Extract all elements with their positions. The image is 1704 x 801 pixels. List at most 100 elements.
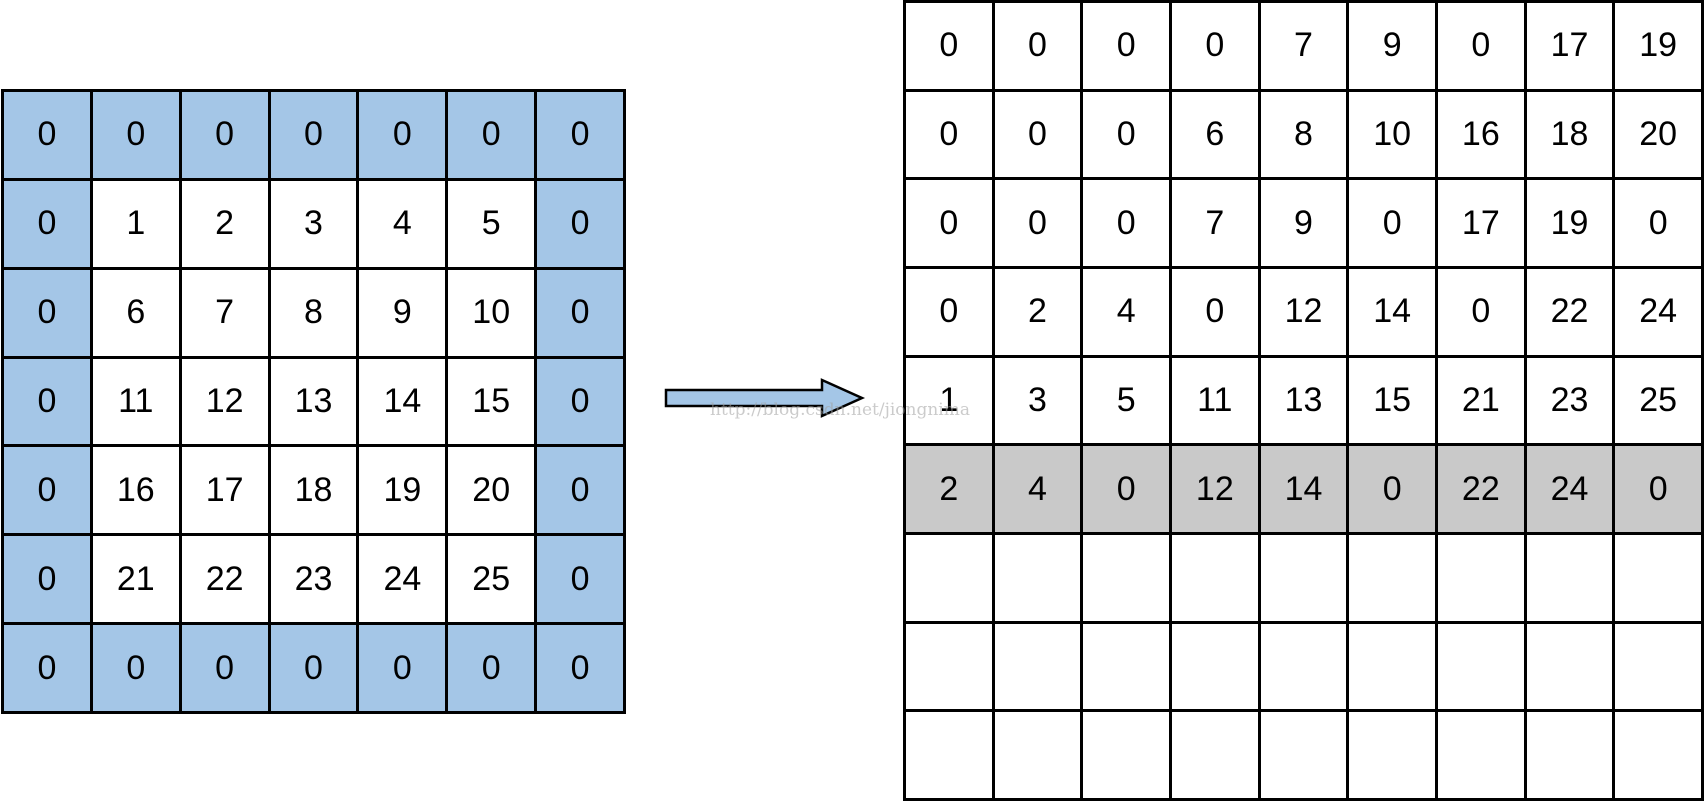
padding-cell: 0	[92, 625, 182, 714]
output-cell	[1437, 534, 1527, 624]
output-cell: 8	[1260, 91, 1350, 181]
output-cell	[1526, 712, 1616, 801]
output-cell: 1	[906, 357, 995, 447]
padding-cell: 0	[4, 92, 93, 181]
input-cell: 21	[92, 536, 182, 626]
padding-cell: 0	[4, 447, 93, 537]
output-cell	[1260, 534, 1350, 624]
padding-cell: 0	[537, 536, 626, 626]
input-cell: 2	[181, 180, 271, 270]
padding-cell: 0	[448, 92, 538, 181]
highlighted-output-cell: 0	[1615, 446, 1704, 535]
output-cell: 13	[1260, 357, 1350, 447]
output-cell: 3	[994, 357, 1084, 447]
output-cell: 7	[1260, 3, 1350, 92]
output-cell	[1171, 712, 1261, 801]
highlighted-output-cell: 0	[1349, 446, 1438, 535]
output-cell: 10	[1349, 91, 1438, 181]
output-cell: 0	[1171, 268, 1261, 358]
output-cell	[906, 534, 995, 624]
input-cell: 20	[448, 447, 538, 537]
output-cell: 17	[1526, 3, 1616, 92]
output-cell: 9	[1260, 180, 1350, 269]
output-cell: 9	[1349, 3, 1438, 92]
output-cell	[1171, 623, 1261, 713]
padding-cell: 0	[4, 625, 93, 714]
input-cell: 15	[448, 358, 538, 448]
input-cell: 22	[181, 536, 271, 626]
output-cell	[1615, 534, 1704, 624]
highlighted-output-cell: 22	[1437, 446, 1527, 535]
padding-cell: 0	[448, 625, 538, 714]
highlighted-output-cell: 2	[906, 446, 995, 535]
padding-cell: 0	[4, 358, 93, 448]
padding-cell: 0	[537, 180, 626, 270]
output-cell	[1526, 623, 1616, 713]
output-cell: 21	[1437, 357, 1527, 447]
input-cell: 24	[359, 536, 449, 626]
output-cell: 19	[1526, 180, 1616, 269]
output-cell: 0	[994, 91, 1084, 181]
highlighted-output-cell: 0	[1083, 446, 1172, 535]
output-cell	[1171, 534, 1261, 624]
highlighted-output-cell: 4	[994, 446, 1084, 535]
padding-cell: 0	[270, 625, 360, 714]
output-cell: 0	[1083, 180, 1172, 269]
input-cell: 8	[270, 269, 360, 359]
output-cell	[1349, 712, 1438, 801]
padding-cell: 0	[359, 625, 449, 714]
input-cell: 18	[270, 447, 360, 537]
output-cell	[994, 712, 1084, 801]
output-cell	[1260, 712, 1350, 801]
output-cell: 25	[1615, 357, 1704, 447]
padding-cell: 0	[181, 625, 271, 714]
output-cell: 23	[1526, 357, 1616, 447]
input-cell: 1	[92, 180, 182, 270]
input-cell: 23	[270, 536, 360, 626]
right-arrow-icon	[664, 378, 866, 418]
highlighted-output-cell: 12	[1171, 446, 1261, 535]
output-cell	[1349, 534, 1438, 624]
padding-cell: 0	[359, 92, 449, 181]
padding-cell: 0	[537, 625, 626, 714]
output-cell: 0	[1083, 91, 1172, 181]
output-cell	[1083, 534, 1172, 624]
output-cell: 7	[1171, 180, 1261, 269]
output-cell	[1083, 623, 1172, 713]
output-cell: 0	[1083, 3, 1172, 92]
output-cell	[1526, 534, 1616, 624]
highlighted-output-cell: 14	[1260, 446, 1350, 535]
output-cell: 17	[1437, 180, 1527, 269]
padding-cell: 0	[537, 92, 626, 181]
output-cell	[994, 623, 1084, 713]
input-cell: 10	[448, 269, 538, 359]
output-cell: 0	[906, 268, 995, 358]
input-cell: 9	[359, 269, 449, 359]
output-cell	[1083, 712, 1172, 801]
padding-cell: 0	[4, 536, 93, 626]
output-cell: 0	[906, 180, 995, 269]
output-cell	[906, 712, 995, 801]
output-cell: 11	[1171, 357, 1261, 447]
output-cell: 18	[1526, 91, 1616, 181]
output-cell	[994, 534, 1084, 624]
output-cell	[1437, 712, 1527, 801]
padding-cell: 0	[537, 447, 626, 537]
input-cell: 16	[92, 447, 182, 537]
input-cell: 5	[448, 180, 538, 270]
input-cell: 13	[270, 358, 360, 448]
output-cell	[1260, 623, 1350, 713]
output-cell: 4	[1083, 268, 1172, 358]
padding-cell: 0	[92, 92, 182, 181]
input-cell: 19	[359, 447, 449, 537]
output-cell: 0	[1437, 268, 1527, 358]
padding-cell: 0	[181, 92, 271, 181]
output-cell: 2	[994, 268, 1084, 358]
input-cell: 7	[181, 269, 271, 359]
output-cell: 19	[1615, 3, 1704, 92]
highlighted-output-cell: 24	[1526, 446, 1616, 535]
output-cell	[1615, 712, 1704, 801]
padding-cell: 0	[270, 92, 360, 181]
